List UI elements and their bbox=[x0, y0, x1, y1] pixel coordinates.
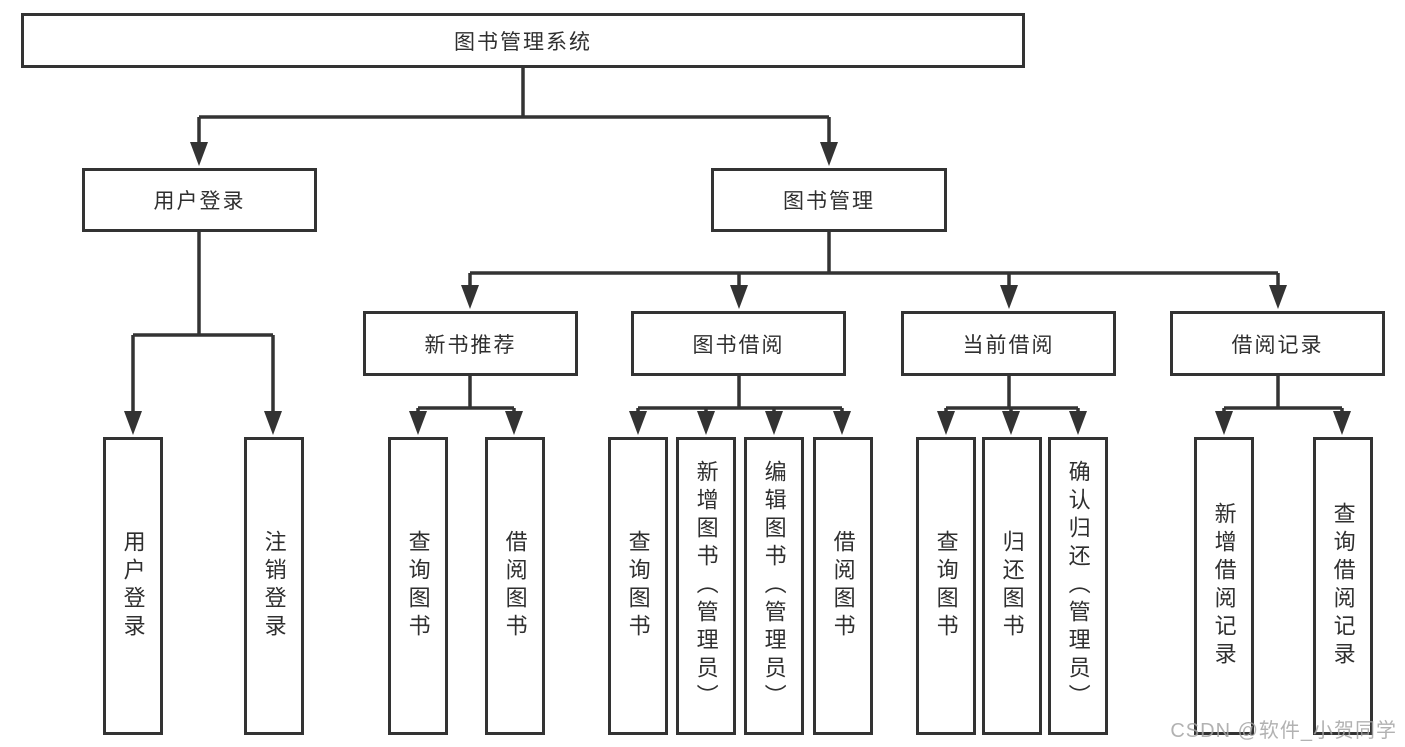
leaf-logout-label: 注销登录 bbox=[261, 530, 287, 642]
node-borrowing-records: 借阅记录 bbox=[1170, 311, 1385, 376]
node-book-borrowing-label: 图书借阅 bbox=[692, 333, 785, 357]
node-borrowing-records-label: 借阅记录 bbox=[1231, 333, 1324, 357]
leaf-logout: 注销登录 bbox=[244, 437, 304, 735]
leaf-cb-confirm-return-admin-label: 确认归还（管理员） bbox=[1065, 460, 1091, 712]
node-user-login: 用户登录 bbox=[82, 168, 317, 232]
node-new-book-recommend: 新书推荐 bbox=[363, 311, 578, 376]
leaf-cb-return-books: 归还图书 bbox=[982, 437, 1042, 735]
leaf-bb-query-books-label: 查询图书 bbox=[625, 530, 651, 642]
leaf-bb-edit-books-admin-label: 编辑图书（管理员） bbox=[761, 460, 787, 712]
leaf-bb-borrow-books-label: 借阅图书 bbox=[830, 530, 856, 642]
leaf-cb-query-books: 查询图书 bbox=[916, 437, 976, 735]
leaf-cb-query-books-label: 查询图书 bbox=[933, 530, 959, 642]
leaf-bb-add-books-admin: 新增图书（管理员） bbox=[676, 437, 736, 735]
node-book-borrowing: 图书借阅 bbox=[631, 311, 846, 376]
leaf-br-query-record-label: 查询借阅记录 bbox=[1330, 502, 1356, 670]
leaf-bb-add-books-admin-label: 新增图书（管理员） bbox=[693, 460, 719, 712]
leaf-br-query-record: 查询借阅记录 bbox=[1313, 437, 1373, 735]
leaf-br-add-record-label: 新增借阅记录 bbox=[1211, 502, 1237, 670]
node-root-label: 图书管理系统 bbox=[454, 30, 592, 54]
node-root: 图书管理系统 bbox=[21, 13, 1025, 68]
node-book-management-label: 图书管理 bbox=[783, 190, 875, 213]
leaf-br-add-record: 新增借阅记录 bbox=[1194, 437, 1254, 735]
leaf-bb-borrow-books: 借阅图书 bbox=[813, 437, 873, 735]
leaf-nb-query-books: 查询图书 bbox=[388, 437, 448, 735]
leaf-bb-edit-books-admin: 编辑图书（管理员） bbox=[744, 437, 804, 735]
leaf-nb-borrow-books-label: 借阅图书 bbox=[502, 530, 528, 642]
node-current-borrowing-label: 当前借阅 bbox=[962, 333, 1055, 357]
leaf-nb-borrow-books: 借阅图书 bbox=[485, 437, 545, 735]
leaf-user-login: 用户登录 bbox=[103, 437, 163, 735]
node-new-book-recommend-label: 新书推荐 bbox=[424, 333, 517, 357]
node-current-borrowing: 当前借阅 bbox=[901, 311, 1116, 376]
leaf-cb-confirm-return-admin: 确认归还（管理员） bbox=[1048, 437, 1108, 735]
arrowheads bbox=[124, 142, 1351, 435]
watermark: CSDN @软件_小贺同学 bbox=[1170, 720, 1397, 742]
node-user-login-label: 用户登录 bbox=[153, 190, 246, 213]
leaf-cb-return-books-label: 归还图书 bbox=[999, 530, 1025, 642]
leaf-bb-query-books: 查询图书 bbox=[608, 437, 668, 735]
leaf-user-login-label: 用户登录 bbox=[120, 530, 146, 642]
node-book-management: 图书管理 bbox=[711, 168, 947, 232]
leaf-nb-query-books-label: 查询图书 bbox=[405, 530, 431, 642]
